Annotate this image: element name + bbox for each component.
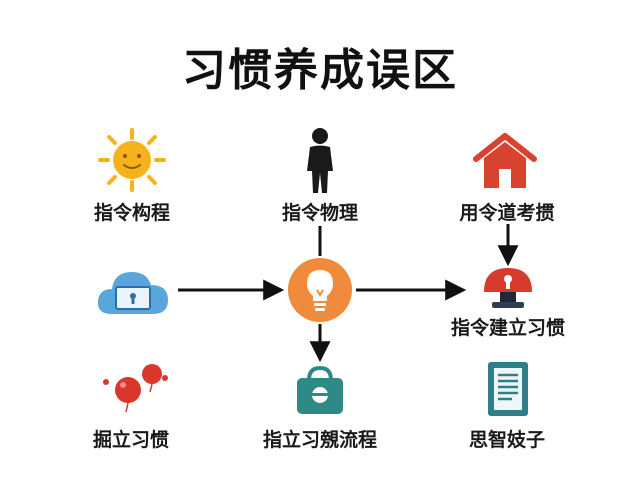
- label-bottom-right: 思智妓子: [468, 429, 545, 451]
- label-mid-right: 指令建立习惯: [450, 317, 565, 339]
- label-top-left: 指令构程: [93, 202, 170, 224]
- alarm-bell-icon: [484, 268, 532, 308]
- document-icon: [488, 362, 528, 416]
- house-icon: [473, 133, 537, 188]
- cloud-screen-icon: [97, 272, 168, 314]
- diagram-title: 习惯养成误区: [182, 45, 458, 96]
- label-top-right: 用令道考掼: [459, 202, 555, 224]
- person-icon: [307, 128, 333, 193]
- label-top-center: 指令物理: [281, 202, 358, 224]
- sun-icon: [98, 128, 166, 192]
- label-bottom-left: 掘立习惯: [92, 429, 169, 451]
- balloons-icon: [103, 364, 168, 413]
- lightbulb-icon: [288, 258, 352, 322]
- bag-icon: [297, 365, 343, 414]
- label-bottom-center: 指立习覫流程: [262, 429, 377, 451]
